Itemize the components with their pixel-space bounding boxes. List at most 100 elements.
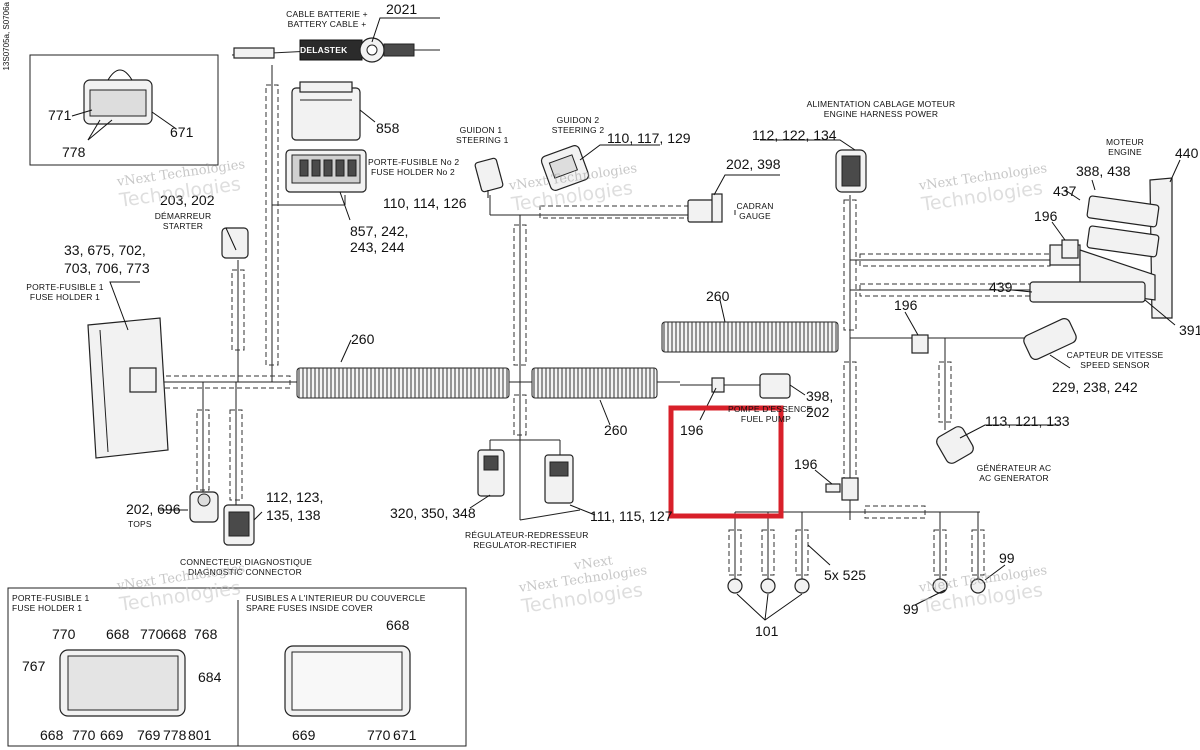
callout-112-122-134: 112, 122, 134 [752,127,837,143]
caption-fuse-holder-2-en: FUSE HOLDER No 2 [371,167,455,177]
callout-671: 671 [170,124,194,140]
corrugated-conduit-260-left [296,367,510,399]
callout-391: 391 [1179,322,1200,338]
callout-135-138: 135, 138 [266,507,321,523]
callout-202-fuel: 202 [806,404,830,420]
steering-1-connector [474,157,504,193]
caption-fuel-pump-en: FUEL PUMP [740,414,792,424]
callout-858: 858 [376,120,400,136]
leader-lines [109,17,1181,621]
callout-202-696: 202, 696 [126,501,181,517]
caption-diag-en: DIAGNOSTIC CONNECTOR [188,567,302,577]
inset-callout-769: 769 [137,727,161,743]
callout-113-121-133: 113, 121, 133 [985,413,1070,429]
callout-229-238-242: 229, 238, 242 [1052,379,1138,395]
caption-engine-en: ENGINE [1108,147,1142,157]
callout-857-line2: 243, 244 [350,239,405,255]
inset-callout-668-c: 668 [40,727,64,743]
caption-ac-generator-fr: GÉNÉRATEUR AC [976,463,1052,473]
inset-callout-770-a: 770 [52,626,76,642]
callout-260-mid: 260 [604,422,628,438]
inset-callout-669: 669 [100,727,124,743]
speed-sensor [1023,318,1077,360]
caption-battery-fr: CABLE BATTERIE + [286,9,368,19]
ground-terminals [727,578,986,594]
callout-440: 440 [1175,145,1199,161]
caption-steering-2-en: STEERING 2 [551,125,605,135]
ac-generator-connector [936,426,974,464]
caption-fuse-holder-2-fr: PORTE-FUSIBLE No 2 [368,157,460,167]
spare-callout-770: 770 [367,727,391,743]
caption-gauge-fr: CADRAN [736,201,774,211]
highlight-box [668,405,784,519]
fuse-holder-2 [285,149,367,193]
steering-2-connector [540,145,590,191]
inset-callout-778: 778 [163,727,187,743]
fuel-pump-connector [711,373,791,399]
callout-112-123: 112, 123, [266,489,324,505]
inset-callout-770-c: 770 [72,727,96,743]
engine-ecm [1029,177,1173,319]
caption-starter-en: STARTER [162,221,204,231]
starter-connector [221,227,249,259]
engine-harness-power-connector [835,149,867,193]
caption-steering-2-fr: GUIDON 2 [556,115,600,125]
relay-858 [291,81,361,141]
callout-196-engine: 196 [1034,208,1058,224]
callout-196-fuel: 196 [680,422,704,438]
callout-203-202: 203, 202 [160,192,215,208]
caption-regulator-en: REGULATOR-RECTIFIER [473,540,577,550]
caption-inset-fuse-holder-1-fr: PORTE-FUSIBLE 1 [12,593,90,603]
caption-tops: TOPS [128,519,152,529]
caption-inset-fuse-holder-1-en: FUSE HOLDER 1 [12,603,83,613]
callout-111-115-127: 111, 115, 127 [590,508,673,524]
callout-110-117-129: 110, 117, 129 [607,130,691,146]
callout-99-right: 99 [999,550,1015,566]
caption-regulator-fr: RÉGULATEUR-REDRESSEUR [465,530,589,540]
caption-gauge-en: GAUGE [739,211,771,221]
callout-260-left: 260 [351,331,375,347]
inset-connector-detail [29,54,219,166]
callout-5x525: 5x 525 [824,567,867,583]
ground-196 [825,239,1079,501]
caption-speed-sensor-fr: CAPTEUR DE VITESSE [1066,350,1164,360]
spare-callout-671: 671 [393,727,417,743]
callout-33-line2: 703, 706, 773 [64,260,150,276]
gauge-connector [687,193,723,223]
caption-engine-power-fr: ALIMENTATION CABLAGE MOTEUR [806,99,956,109]
corrugated-conduit-260-mid [531,367,658,399]
callout-196-ground: 196 [794,456,818,472]
callout-778: 778 [62,144,86,160]
callout-2021: 2021 [386,1,418,17]
caption-steering-1-en: STEERING 1 [456,135,509,145]
inset-frame-bottom [7,587,467,747]
inset-callout-767: 767 [22,658,46,674]
caption-spare-fuses-en: SPARE FUSES INSIDE COVER [246,603,373,613]
regulator-connectors [477,449,574,504]
callout-320-350-348: 320, 350, 348 [390,505,476,521]
caption-fuse-holder-1-fr: PORTE-FUSIBLE 1 [26,282,104,292]
caption-starter-fr: DÉMARREUR [154,211,212,221]
tops-connector [189,491,219,523]
spare-callout-669: 669 [292,727,316,743]
callout-202-398-gauge: 202, 398 [726,156,781,172]
callout-771: 771 [48,107,72,123]
callout-388-438: 388, 438 [1076,163,1131,179]
caption-engine-power-en: ENGINE HARNESS POWER [823,109,939,119]
caption-spare-fuses-fr: FUSIBLES A L'INTERIEUR DU COUVERCLE [246,593,426,603]
callout-437: 437 [1053,183,1077,199]
diagnostic-connector [223,504,255,546]
inset-callout-770-b: 770 [140,626,164,642]
inset-callout-668-a: 668 [106,626,130,642]
callout-101: 101 [755,623,779,639]
spare-callout-668: 668 [386,617,410,633]
caption-engine-fr: MOTEUR [1105,137,1145,147]
callout-33-line1: 33, 675, 702, [64,242,146,258]
caption-battery-en: BATTERY CABLE + [287,19,367,29]
callout-398: 398, [806,388,834,404]
fuse-holder-1-block [87,317,169,459]
callout-260-right: 260 [706,288,730,304]
caption-fuse-holder-1-en: FUSE HOLDER 1 [29,292,101,302]
battery-cable [233,37,440,63]
